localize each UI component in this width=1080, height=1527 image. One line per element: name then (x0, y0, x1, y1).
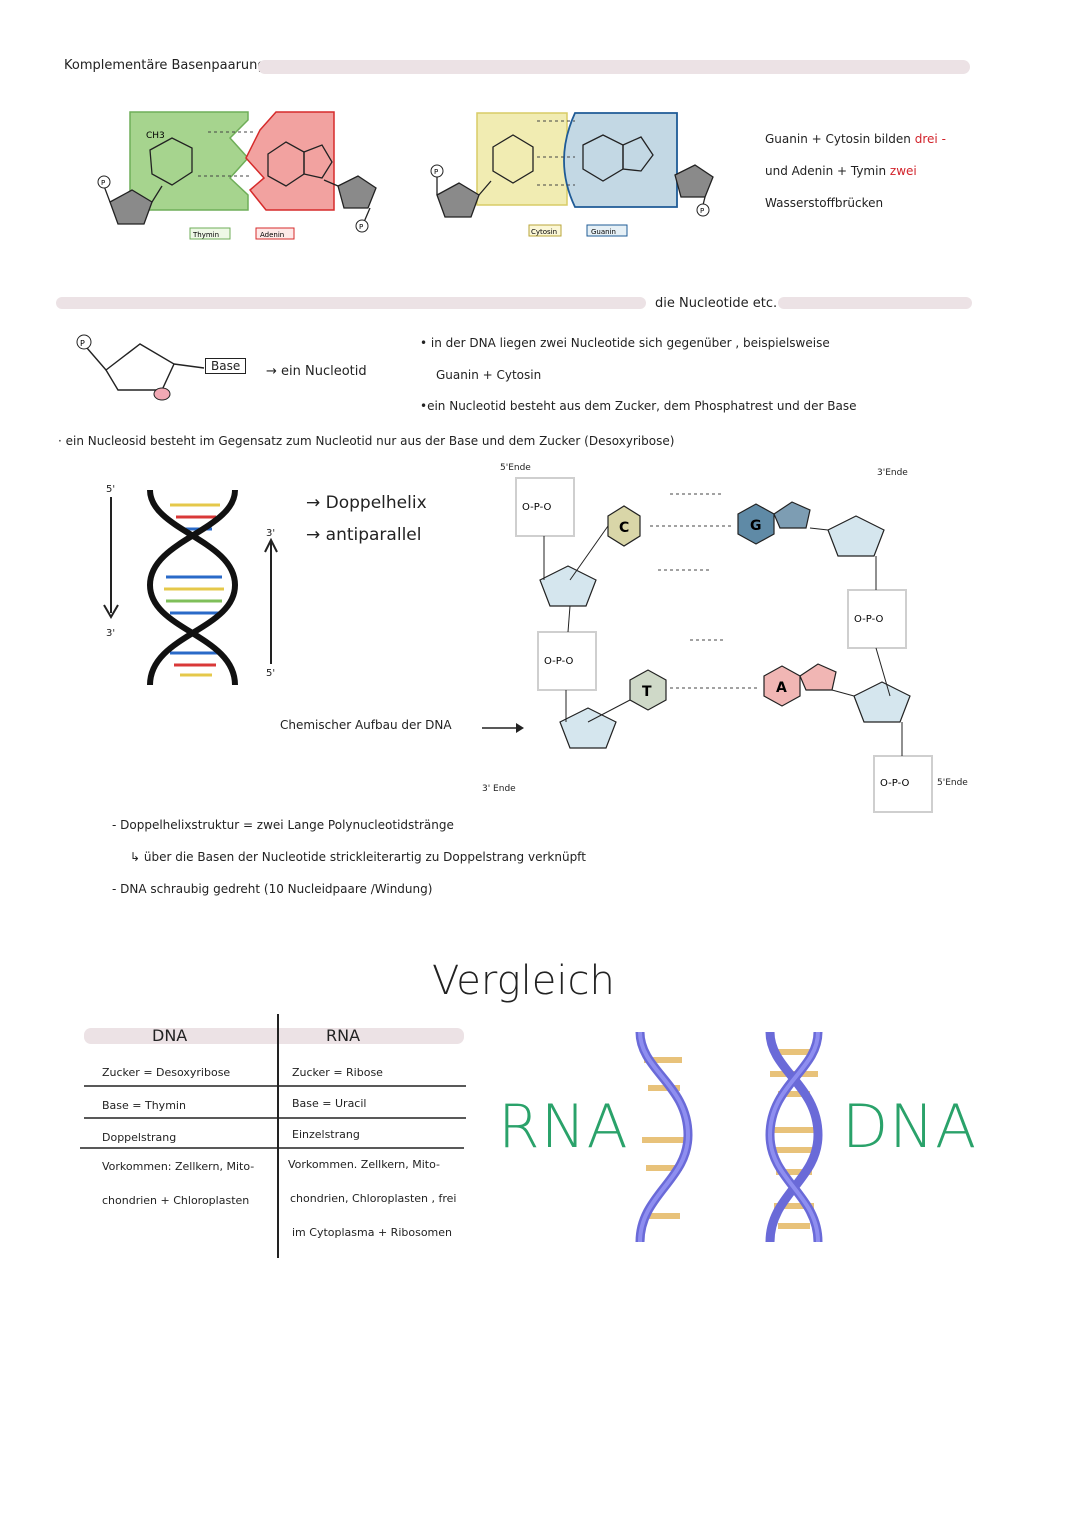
arrow-up-right (264, 538, 278, 664)
big-rna-label: RNA (498, 1092, 629, 1162)
rna-row-1: Zucker = Ribose (292, 1066, 383, 1079)
arrow-down-left (103, 497, 119, 619)
base-box: Base (205, 358, 247, 374)
big-dna-label: DNA (842, 1092, 978, 1162)
svg-text:P: P (700, 207, 704, 215)
note-line-1: Guanin + Cytosin bilden drei - (765, 132, 946, 146)
dna-row-5: chondrien + Chloroplasten (102, 1194, 250, 1207)
dna-row-1: Zucker = Desoxyribose (102, 1066, 231, 1079)
dna-row-2: Base = Thymin (102, 1099, 186, 1112)
dna-row-4: Vorkommen: Zellkern, Mito- (102, 1160, 255, 1173)
svg-text:O-P-O: O-P-O (544, 656, 573, 667)
dna-row-3: Doppelstrang (102, 1131, 177, 1144)
base-c: C (619, 520, 629, 536)
base-a: A (776, 680, 787, 696)
cytosin-label: Cytosin (531, 228, 557, 236)
rna-row-4: Vorkommen. Zellkern, Mito- (288, 1158, 441, 1171)
rna-row-6: im Cytoplasma + Ribosomen (292, 1226, 453, 1239)
dna-chemical-structure: O-P-O O-P-O O-P-O O-P-O C G T A (515, 477, 933, 813)
end-5-top: 5'Ende (500, 463, 531, 473)
guanin-label: Guanin (591, 228, 616, 236)
label-5-right: 5' (266, 668, 276, 679)
nucleosid-text: · ein Nucleosid besteht im Gegensatz zum… (58, 434, 675, 448)
rna-row-5: chondrien, Chloroplasten , frei (290, 1192, 457, 1205)
thymin-label: Thymin (192, 231, 219, 239)
item-antiparallel: → antiparallel (306, 525, 422, 545)
end-3-top: 3'Ende (877, 468, 908, 478)
item-doppelhelix: → Doppelhelix (306, 493, 427, 513)
label-3-right: 3' (266, 528, 276, 539)
chem-arrow (482, 723, 524, 733)
svg-text:P: P (434, 168, 438, 176)
vergleich-title: Vergleich (432, 958, 615, 1004)
rna-helix-icon (635, 1031, 693, 1243)
rna-row-2: Base = Uracil (292, 1097, 367, 1110)
base-t: T (642, 684, 652, 700)
section-heading-nucleotide: die Nucleotide etc. (655, 296, 778, 311)
section2-bar-left (56, 297, 646, 309)
nucleotide-schematic: Base P (76, 334, 205, 401)
bullet-2: •ein Nucleotid besteht aus dem Zucker, d… (420, 399, 857, 413)
svg-text:P: P (80, 339, 85, 348)
double-helix-icon (146, 489, 239, 686)
rna-row-3: Einzelstrang (292, 1128, 360, 1141)
adenin-label: Adenin (260, 231, 284, 239)
table-header-bar (84, 1028, 464, 1044)
col-dna-header: DNA (152, 1026, 188, 1045)
chem-label: Chemischer Aufbau der DNA (280, 718, 452, 732)
label-5-left: 5' (106, 484, 116, 495)
svg-text:P: P (359, 223, 363, 231)
note-line-2: und Adenin + Tymin zwei (765, 164, 917, 178)
end-3-bottom: 3' Ende (482, 784, 516, 794)
thymine-adenine-pair-diagram: P P CH3 Thymin Adenin (97, 111, 377, 240)
dna-helix-icon (765, 1031, 823, 1243)
bullet-1b: Guanin + Cytosin (436, 368, 542, 382)
note-schraubig: - DNA schraubig gedreht (10 Nucleidpaare… (112, 882, 433, 896)
note-doppelhelix: - Doppelhelixstruktur = zwei Lange Polyn… (112, 818, 454, 832)
bullet-1: • in der DNA liegen zwei Nucleotide sich… (420, 336, 830, 350)
nucleotide-arrow-text: → ein Nucleotid (266, 364, 367, 379)
note-line-3: Wasserstoffbrücken (765, 196, 884, 210)
col-rna-header: RNA (326, 1026, 361, 1045)
label-3-left: 3' (106, 628, 116, 639)
svg-text:CH3: CH3 (146, 131, 165, 141)
svg-text:P: P (101, 179, 105, 187)
base-g: G (750, 518, 762, 534)
cytosine-guanine-pair-diagram: P P Cytosin Guanin (430, 112, 714, 237)
svg-text:O-P-O: O-P-O (880, 778, 909, 789)
end-5-bottom: 5'Ende (937, 778, 968, 788)
heading-underline-bar (258, 60, 970, 74)
section-heading-basepairing: Komplementäre Basenpaarung (64, 58, 266, 73)
section2-bar-right (778, 297, 972, 309)
note-strickleiter: ↳ über die Basen der Nucleotide strickle… (130, 850, 586, 864)
svg-text:O-P-O: O-P-O (854, 614, 883, 625)
svg-text:O-P-O: O-P-O (522, 502, 551, 513)
comparison-table-lines (80, 1014, 466, 1258)
